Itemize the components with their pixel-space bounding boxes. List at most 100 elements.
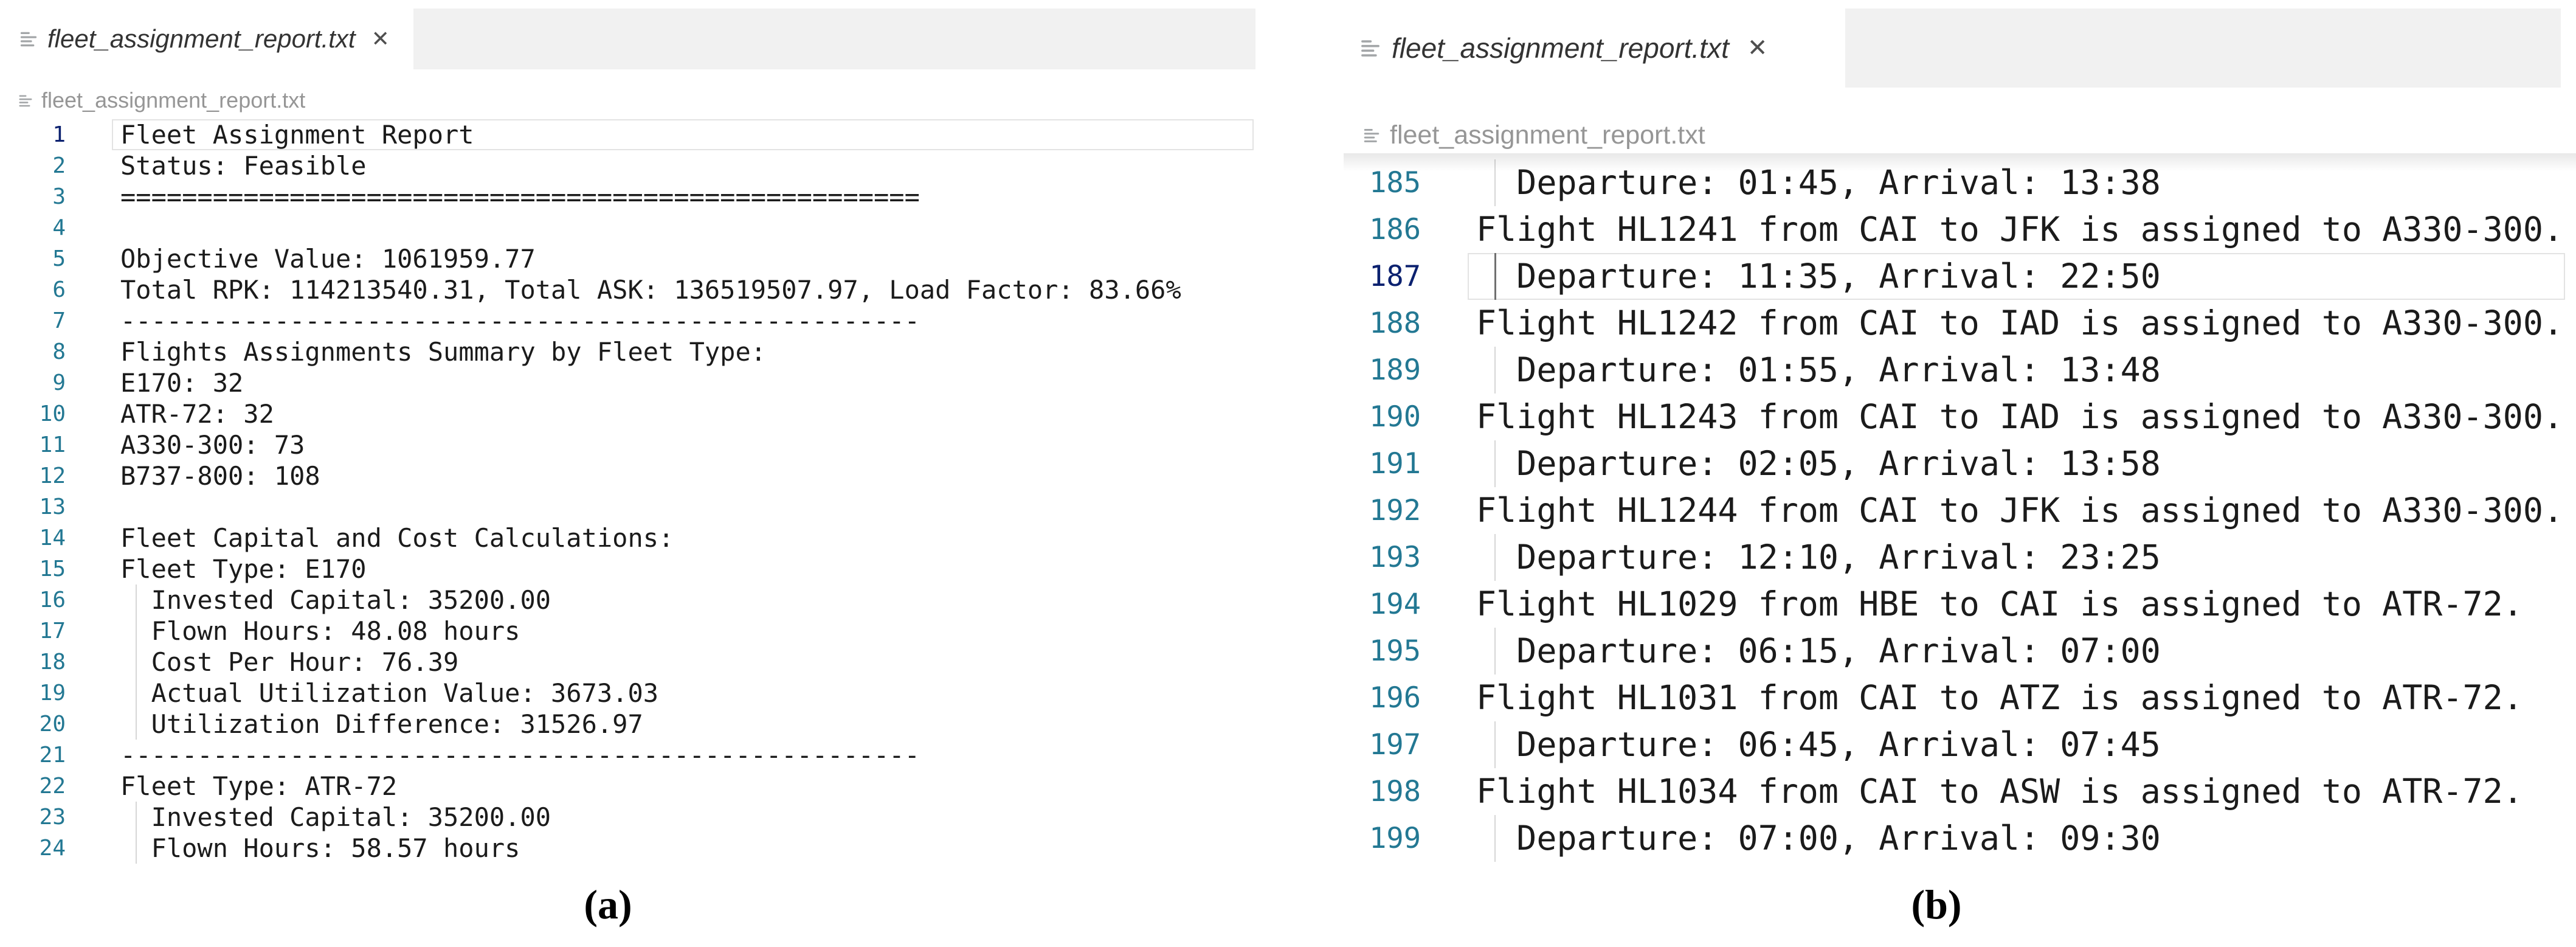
code-line-197[interactable]: 197 Departure: 06:45, Arrival: 07:45	[1344, 721, 2576, 768]
code-line-20[interactable]: 20 Utilization Difference: 31526.97	[12, 709, 1255, 740]
line-number[interactable]: 20	[39, 712, 66, 737]
line-number[interactable]: 16	[39, 588, 66, 612]
code-text: Flight HL1029 from HBE to CAI is assigne…	[1476, 585, 2523, 623]
code-text: Fleet Capital and Cost Calculations:	[120, 523, 674, 553]
line-number[interactable]: 197	[1369, 728, 1421, 761]
line-number[interactable]: 24	[39, 836, 66, 861]
code-line-191[interactable]: 191 Departure: 02:05, Arrival: 13:58	[1344, 440, 2576, 487]
code-line-4[interactable]: 4	[12, 212, 1255, 243]
code-line-198[interactable]: 198 Flight HL1034 from CAI to ASW is assi…	[1344, 768, 2576, 815]
code-line-17[interactable]: 17 Flown Hours: 48.08 hours	[12, 616, 1255, 647]
code-line-193[interactable]: 193 Departure: 12:10, Arrival: 23:25	[1344, 534, 2576, 581]
code-text: Flight HL1034 from CAI to ASW is assigne…	[1476, 772, 2523, 811]
code-line-19[interactable]: 19 Actual Utilization Value: 3673.03	[12, 678, 1255, 709]
line-number[interactable]: 13	[39, 494, 66, 519]
code-line-21[interactable]: 21 --------------------------------------…	[12, 740, 1255, 771]
code-text: Flight HL1243 from CAI to IAD is assigne…	[1476, 397, 2564, 436]
line-number[interactable]: 190	[1369, 400, 1421, 434]
line-number[interactable]: 18	[39, 650, 66, 675]
breadcrumb[interactable]: fleet_assignment_report.txt	[1363, 119, 1705, 151]
code-line-187[interactable]: 187 Departure: 11:35, Arrival: 22:50	[1344, 253, 2576, 300]
line-number[interactable]: 17	[39, 619, 66, 643]
line-number[interactable]: 7	[52, 308, 66, 333]
code-text: ----------------------------------------…	[120, 740, 920, 770]
line-number[interactable]: 188	[1369, 307, 1421, 340]
line-number[interactable]: 191	[1369, 447, 1421, 480]
line-number[interactable]: 4	[52, 215, 66, 240]
code-text: Departure: 11:35, Arrival: 22:50	[1468, 253, 2565, 300]
line-number[interactable]: 198	[1369, 775, 1421, 808]
line-number[interactable]: 19	[39, 681, 66, 706]
code-line-23[interactable]: 23 Invested Capital: 35200.00	[12, 802, 1255, 833]
line-number[interactable]: 23	[39, 805, 66, 830]
code-text: Flown Hours: 58.57 hours	[112, 833, 1254, 864]
code-line-3[interactable]: 3 =======================================…	[12, 181, 1255, 212]
line-number[interactable]: 5	[52, 246, 66, 271]
line-number[interactable]: 186	[1369, 213, 1421, 246]
line-number[interactable]: 1	[52, 122, 66, 147]
code-line-185[interactable]: 185 Departure: 01:45, Arrival: 13:38	[1344, 159, 2576, 206]
line-number[interactable]: 196	[1369, 681, 1421, 715]
close-icon[interactable]: ✕	[1747, 34, 1768, 62]
line-number[interactable]: 189	[1369, 353, 1421, 387]
code-line-18[interactable]: 18 Cost Per Hour: 76.39	[12, 647, 1255, 678]
line-number[interactable]: 6	[52, 277, 66, 302]
code-line-190[interactable]: 190 Flight HL1243 from CAI to IAD is assi…	[1344, 394, 2576, 440]
line-number[interactable]: 12	[39, 463, 66, 488]
line-number[interactable]: 10	[39, 401, 66, 426]
line-number[interactable]: 14	[39, 526, 66, 550]
line-number[interactable]: 9	[52, 370, 66, 395]
code-line-195[interactable]: 195 Departure: 06:15, Arrival: 07:00	[1344, 628, 2576, 675]
line-number[interactable]: 187	[1369, 260, 1421, 293]
sticky-scroll-shadow	[1344, 153, 2576, 172]
tab-strip	[413, 9, 1255, 69]
code-text: ========================================…	[120, 182, 920, 212]
tab-title: fleet_assignment_report.txt	[47, 24, 356, 53]
line-number[interactable]: 199	[1369, 822, 1421, 855]
code-line-16[interactable]: 16 Invested Capital: 35200.00	[12, 585, 1255, 616]
text-file-icon	[1361, 40, 1380, 57]
line-number[interactable]: 21	[39, 743, 66, 768]
line-number[interactable]: 193	[1369, 541, 1421, 574]
line-number[interactable]: 194	[1369, 588, 1421, 621]
code-line-194[interactable]: 194 Flight HL1029 from HBE to CAI is assi…	[1344, 581, 2576, 628]
code-text: Departure: 12:10, Arrival: 23:25	[1468, 534, 2565, 581]
line-number[interactable]: 22	[39, 774, 66, 799]
line-number[interactable]: 8	[52, 339, 66, 364]
line-number[interactable]: 3	[52, 184, 66, 209]
close-icon[interactable]: ✕	[371, 26, 390, 52]
code-text	[112, 491, 1254, 522]
tab-fleet-assignment-report[interactable]: fleet_assignment_report.txt ✕	[12, 9, 402, 69]
line-number[interactable]: 15	[39, 557, 66, 581]
line-number[interactable]: 192	[1369, 494, 1421, 527]
line-number[interactable]: 2	[52, 153, 66, 178]
code-line-14[interactable]: 14 Fleet Capital and Cost Calculations:	[12, 522, 1255, 553]
code-line-189[interactable]: 189 Departure: 01:55, Arrival: 13:48	[1344, 347, 2576, 394]
tab-fleet-assignment-report[interactable]: fleet_assignment_report.txt ✕	[1353, 9, 1780, 88]
line-number[interactable]: 11	[39, 432, 66, 457]
code-line-199[interactable]: 199 Departure: 07:00, Arrival: 09:30	[1344, 815, 2576, 862]
code-line-7[interactable]: 7---------------------------------------…	[12, 305, 1255, 336]
code-line-24[interactable]: 24 Flown Hours: 58.57 hours	[12, 833, 1255, 864]
line-number[interactable]: 185	[1369, 166, 1421, 199]
line-number[interactable]: 195	[1369, 634, 1421, 668]
code-line-13[interactable]: 13	[12, 491, 1255, 522]
breadcrumb[interactable]: fleet_assignment_report.txt	[18, 86, 305, 114]
